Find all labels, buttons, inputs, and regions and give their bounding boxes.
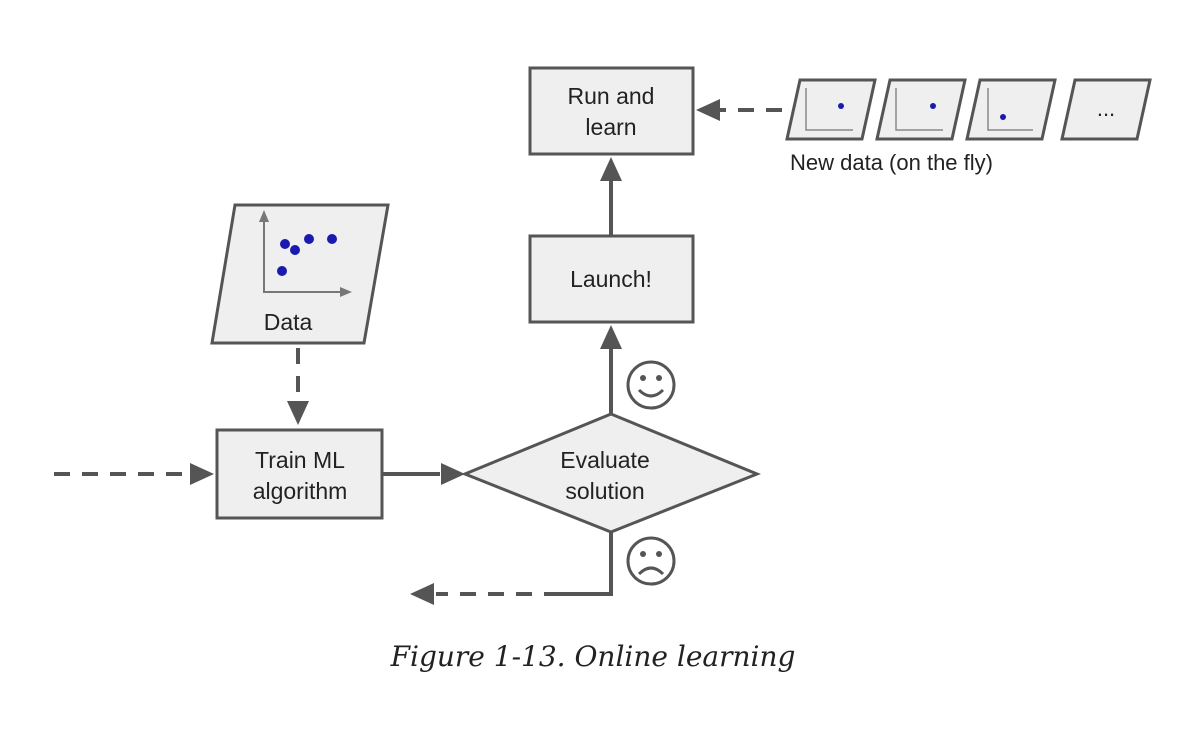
run-and-learn-label-2: learn [585,114,636,140]
new-data-arrow [696,99,782,121]
data-node: Data [210,203,390,345]
evaluate-reject-path [410,532,613,605]
launch-label: Launch! [570,266,652,292]
new-data-label: New data (on the fly) [790,150,993,175]
new-data-point [930,103,936,109]
evaluate-to-launch-arrow [600,325,622,414]
new-data-point [1000,114,1006,120]
data-point [327,234,337,244]
online-learning-diagram: Run and learn ... New data (on the fly) … [54,66,1152,605]
train-label-2: algorithm [253,478,348,504]
incoming-data-arrow [54,463,214,485]
launch-to-run-arrow [600,157,622,236]
evaluate-node: Evaluate solution [460,412,762,534]
data-point [290,245,300,255]
data-point [280,239,290,249]
train-to-evaluate-arrow [382,463,465,485]
data-point [277,266,287,276]
run-and-learn-node: Run and learn [528,66,695,156]
happy-face-icon [626,360,676,410]
data-to-train-arrow [287,348,309,425]
run-and-learn-label-1: Run and [568,83,655,109]
evaluate-label-2: solution [565,478,644,504]
train-ml-node: Train ML algorithm [215,428,384,520]
evaluate-label-1: Evaluate [560,447,650,473]
more-ellipsis: ... [1097,96,1115,121]
figure-caption: Figure 1-13. Online learning [390,640,796,673]
new-data-panel-2 [875,78,967,141]
new-data-panel-1 [785,78,877,141]
train-label-1: Train ML [255,447,345,473]
launch-node: Launch! [528,234,695,324]
data-label: Data [264,309,313,335]
new-data-panel-more: ... [1060,78,1152,141]
sad-face-icon [626,536,676,586]
new-data-point [838,103,844,109]
new-data-panel-3 [965,78,1057,141]
data-point [304,234,314,244]
